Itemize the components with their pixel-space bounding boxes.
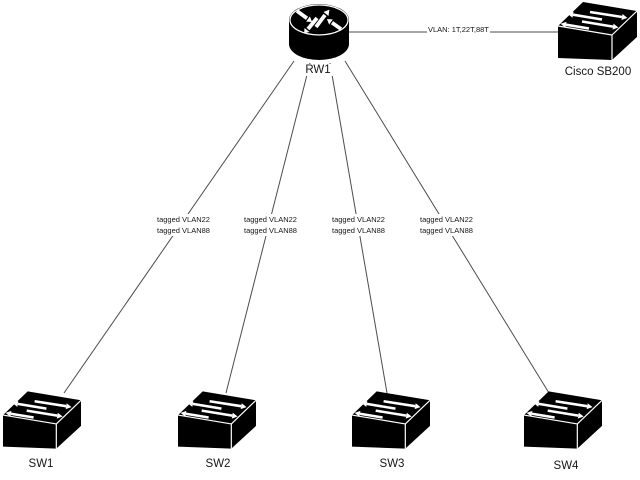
- tag-vlan88-label: tagged VLAN88: [244, 226, 297, 235]
- core-switch-label: Cisco SB200: [564, 66, 632, 78]
- link-tags-sw3: tagged VLAN22 tagged VLAN88: [331, 214, 385, 236]
- switch-label-sw1: SW1: [28, 458, 54, 470]
- switch-icon-sw1: [3, 391, 81, 449]
- link-tags-sw2: tagged VLAN22 tagged VLAN88: [243, 214, 297, 236]
- core-switch-icon: [558, 2, 637, 60]
- tag-vlan88-label: tagged VLAN88: [332, 226, 385, 235]
- switch-label-sw3: SW3: [379, 458, 405, 470]
- tag-vlan22-label: tagged VLAN22: [157, 215, 210, 224]
- router-label: RW1: [294, 64, 342, 76]
- tag-vlan22-label: tagged VLAN22: [332, 215, 385, 224]
- link-tags-sw4: tagged VLAN22 tagged VLAN88: [419, 214, 473, 236]
- tag-vlan88-label: tagged VLAN88: [157, 226, 210, 235]
- switch-label-sw2: SW2: [205, 458, 231, 470]
- router-icon: [288, 2, 350, 60]
- tag-vlan22-label: tagged VLAN22: [244, 215, 297, 224]
- switch-label-sw4: SW4: [553, 460, 579, 472]
- link-tags-sw1: tagged VLAN22 tagged VLAN88: [156, 214, 210, 236]
- switch-icon-sw2: [178, 391, 256, 449]
- uplink-vlan-label: VLAN: 1T,22T,88T: [427, 24, 490, 35]
- tag-vlan22-label: tagged VLAN22: [420, 215, 473, 224]
- switch-icon-sw3: [352, 391, 430, 449]
- tag-vlan88-label: tagged VLAN88: [420, 226, 473, 235]
- switch-icon-sw4: [524, 391, 602, 449]
